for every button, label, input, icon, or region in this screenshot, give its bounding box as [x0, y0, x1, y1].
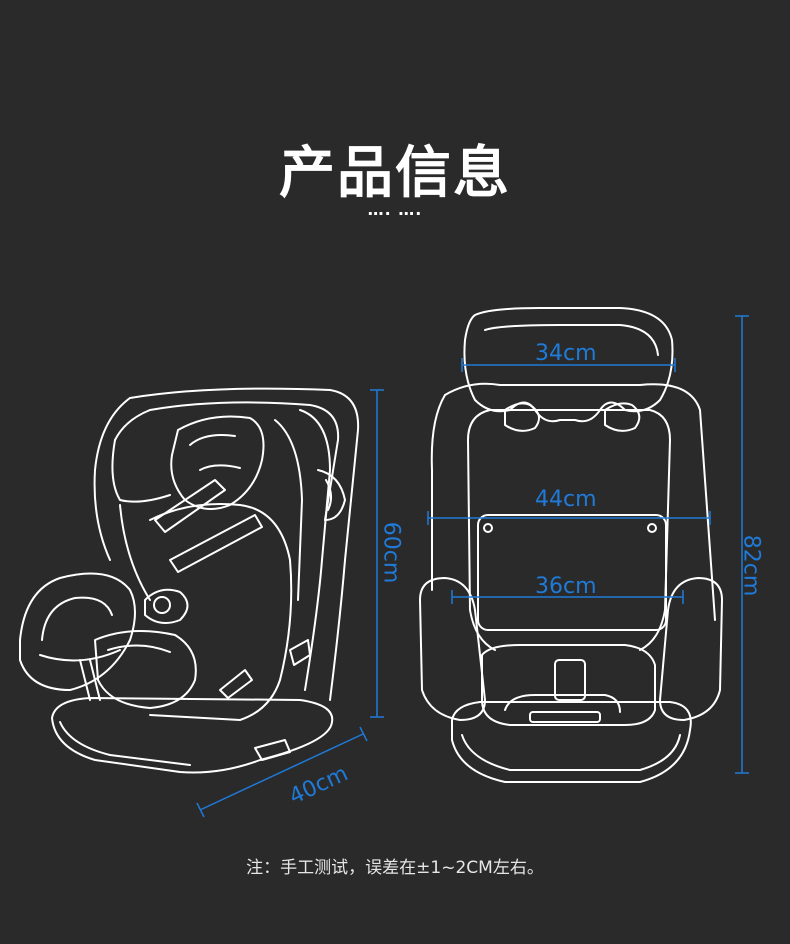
side-view-seat — [19, 387, 360, 774]
dimension-headrest-width: 34cm — [535, 341, 597, 366]
title-dots: …. …. — [367, 200, 423, 219]
page-title: 产品信息 — [279, 141, 511, 206]
dimension-lines — [196, 315, 749, 818]
dimension-seat-back-width: 44cm — [535, 487, 597, 512]
dimension-side-height: 60cm — [378, 521, 404, 584]
front-view-seat — [419, 307, 723, 783]
dimension-seat-width: 36cm — [535, 574, 597, 599]
dimension-total-height: 82cm — [738, 534, 764, 597]
measurement-note: 注：手工测试，误差在±1~2CM左右。 — [246, 858, 544, 878]
